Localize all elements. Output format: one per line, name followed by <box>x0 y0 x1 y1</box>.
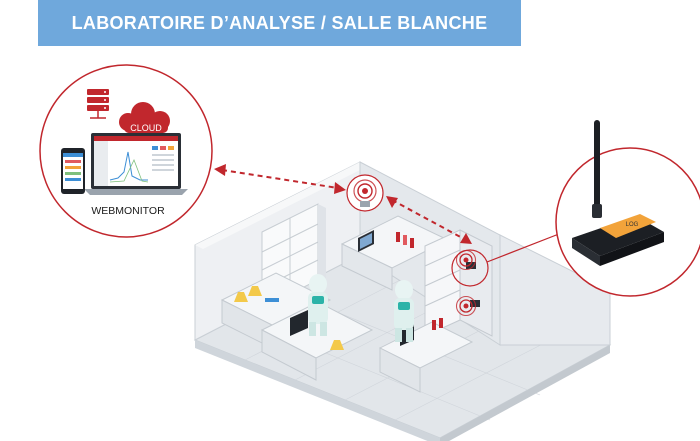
antenna <box>594 120 600 216</box>
device-callout: LOG <box>555 120 700 297</box>
server-icon <box>87 89 109 119</box>
signal-marker-shelf-bottom <box>455 295 477 317</box>
webmonitor-label: WEBMONITOR <box>91 205 165 217</box>
cloud-icon: CLOUD <box>119 102 170 133</box>
front-counter <box>260 301 374 381</box>
data-logger-device: LOG <box>572 214 664 266</box>
device-callout-connector <box>486 231 565 263</box>
arrowhead-left <box>214 164 226 176</box>
desk-monitor <box>290 310 308 336</box>
arrowhead-right <box>334 182 346 194</box>
smartphone <box>61 148 85 194</box>
signal-marker-shelf-top <box>451 249 489 287</box>
dashboard-laptop <box>84 133 188 195</box>
webmonitor-callout: CLOUD WEBMO <box>39 64 213 238</box>
page-title: LABORATOIRE D’ANALYSE / SALLE BLANCHE <box>71 12 488 33</box>
title-banner: LABORATOIRE D’ANALYSE / SALLE BLANCHE <box>38 0 521 46</box>
back-counter <box>340 215 450 291</box>
signal-marker-gateway <box>346 174 384 212</box>
technician-left <box>308 274 328 336</box>
data-link-cloud-gateway <box>221 169 339 189</box>
cloud-label: CLOUD <box>130 123 162 133</box>
device-label: LOG <box>626 222 639 228</box>
technician-right <box>394 280 414 342</box>
